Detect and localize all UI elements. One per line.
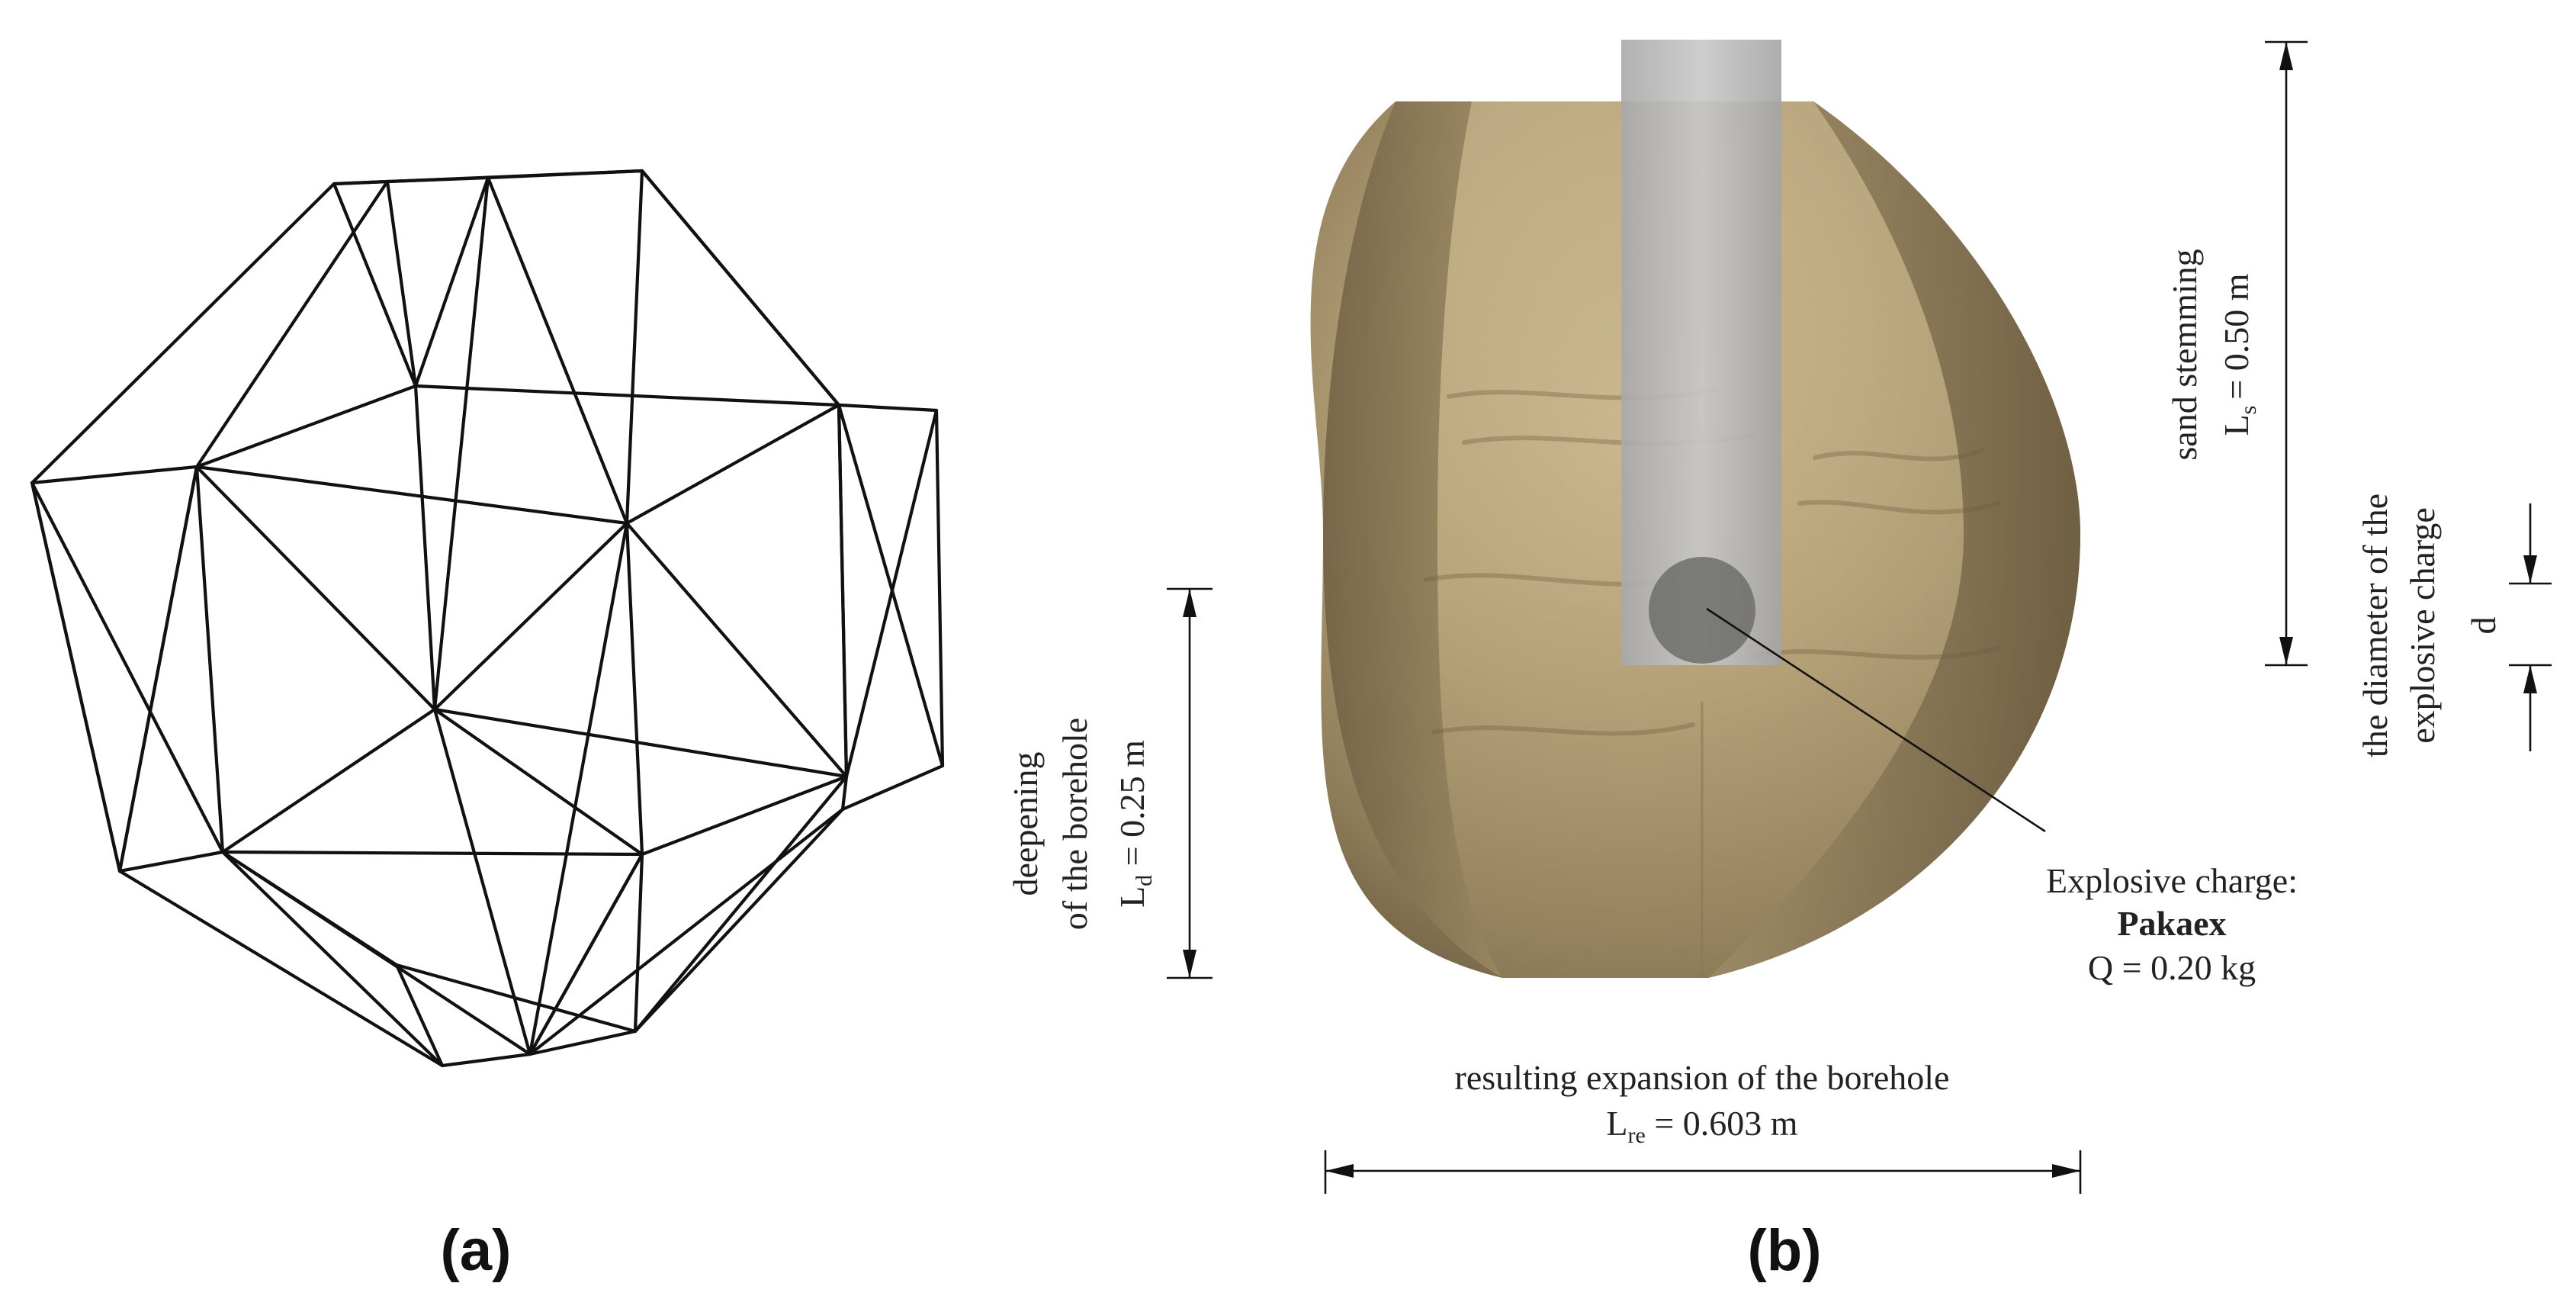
dimension-sand-stemming xyxy=(2265,40,2308,667)
sand-stemming-title: sand stemming xyxy=(2165,249,2204,460)
explosive-charge xyxy=(1649,557,1755,664)
sand-stemming-formula: Ls= 0.50 m xyxy=(2217,273,2261,436)
diameter-line1: the diameter of the xyxy=(2356,494,2395,757)
dimension-charge-diameter xyxy=(2509,503,2552,751)
charge-mass: Q = 0.20 kg xyxy=(2088,948,2256,987)
charge-label-line1: Explosive charge: xyxy=(2046,861,2298,900)
panel-b-label: (b) xyxy=(1747,1218,1821,1283)
dimension-deepening xyxy=(1167,587,1213,979)
diameter-line2: explosive charge xyxy=(2403,507,2442,744)
expansion-formula: Lre = 0.603 m xyxy=(1606,1104,1797,1148)
panel-a-label: (a) xyxy=(441,1218,512,1283)
deepening-line1: deepening xyxy=(1006,751,1045,896)
dimension-expansion xyxy=(1324,1150,2082,1194)
bulb-right-segment xyxy=(1708,101,2080,978)
deepening-line2: of the borehole xyxy=(1055,718,1094,930)
bulb-left-segment xyxy=(1323,101,1502,978)
expansion-title: resulting expansion of the borehole xyxy=(1455,1058,1950,1097)
wireframe-polyhedron xyxy=(30,169,945,1068)
charge-leader-line xyxy=(1706,607,2046,833)
diameter-symbol: d xyxy=(2464,617,2503,635)
deepening-formula: Ld = 0.25 m xyxy=(1113,740,1157,908)
charge-name: Pakaex xyxy=(2117,904,2226,943)
